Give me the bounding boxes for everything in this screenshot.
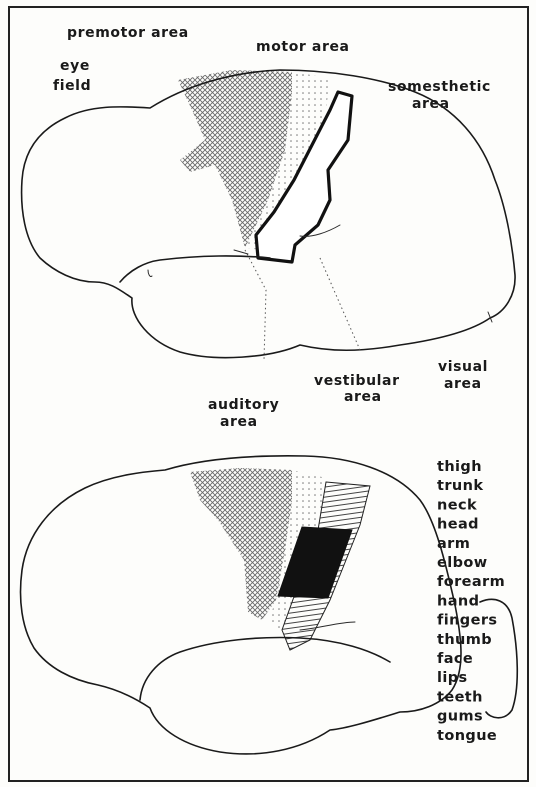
body-map-item-thumb: thumb [437,632,492,648]
label-vestibular-2: area [344,389,382,405]
body-map-item-teeth: teeth [437,689,483,705]
label-visual-1: visual [438,359,488,375]
label-eye-field-2: field [53,78,91,94]
body-map-item-fingers: fingers [437,613,497,629]
body-map-item-elbow: elbow [437,555,488,571]
label-eye-field-1: eye [60,58,90,74]
body-map-item-neck: neck [437,497,477,513]
upper-brain-diagram [22,70,515,360]
label-somesthetic-1: somesthetic [388,79,491,95]
label-motor-area: motor area [256,39,350,55]
vestibular-leader [320,258,360,350]
body-map-item-hand: hand [437,593,479,609]
label-vestibular-1: vestibular [314,373,400,389]
body-map-item-trunk: trunk [437,478,483,494]
body-map-item-forearm: forearm [437,574,505,590]
body-map-item-thigh: thigh [437,459,482,475]
body-map-list: thigh trunk neck head arm elbow forearm hand fin… [437,459,505,744]
body-map-item-gums: gums [437,709,483,725]
upper-temporal-contour [120,256,270,282]
body-map-item-lips: lips [437,670,468,686]
body-map-item-arm: arm [437,536,470,552]
body-map-item-tongue: tongue [437,728,497,744]
label-auditory-1: auditory [208,397,279,413]
label-visual-2: area [444,376,482,392]
lower-temporal-contour [140,638,390,700]
label-auditory-2: area [220,414,258,430]
label-premotor-area: premotor area [67,25,189,41]
label-somesthetic-2: area [412,96,450,112]
central-tick [234,250,248,254]
upper-small-tick [148,270,152,277]
body-map-item-face: face [437,651,473,667]
auditory-leader [245,250,266,360]
body-map-item-head: head [437,517,479,533]
